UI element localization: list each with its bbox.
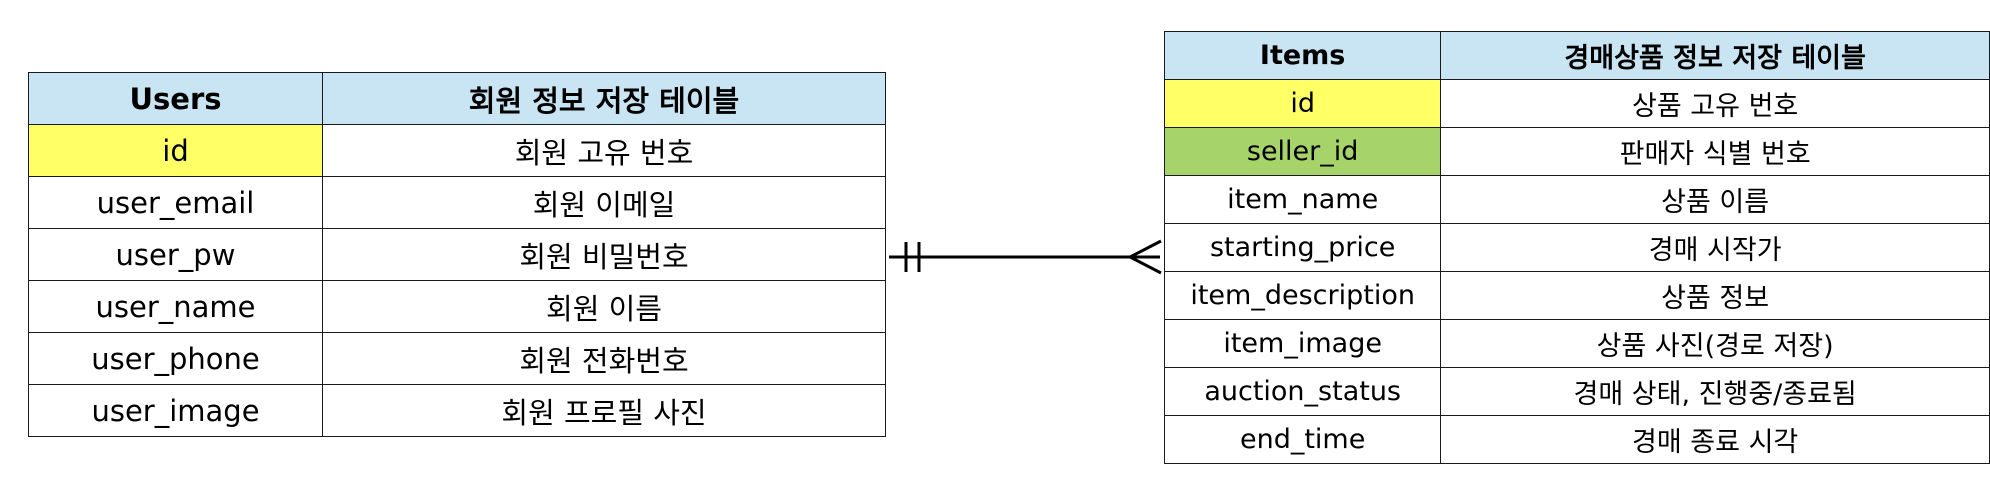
field-description: 회원 프로필 사진 [322,384,886,437]
field-description: 회원 이름 [322,280,886,333]
field-description: 회원 고유 번호 [322,124,886,177]
field-name: end_time [1163,415,1442,464]
crows-foot-upper [1129,239,1162,259]
users-table-description: 회원 정보 저장 테이블 [322,72,886,125]
items-header-row: Items 경매상품 정보 저장 테이블 [1163,31,1990,80]
field-description: 경매 상태, 진행중/종료됨 [1440,367,1990,416]
field-description: 상품 이름 [1440,175,1990,224]
field-name: user_image [28,384,323,437]
field-name: item_description [1163,271,1442,320]
items-table-description: 경매상품 정보 저장 테이블 [1440,31,1990,80]
field-description: 상품 고유 번호 [1440,79,1990,128]
field-description: 상품 정보 [1440,271,1990,320]
crows-foot-lower [1129,255,1162,275]
field-name: item_image [1163,319,1442,368]
field-description: 경매 종료 시각 [1440,415,1990,464]
field-name: user_pw [28,228,323,281]
items-table-name: Items [1163,31,1442,80]
field-description: 상품 사진(경로 저장) [1440,319,1990,368]
users-table-name: Users [28,72,323,125]
field-description: 회원 전화번호 [322,332,886,385]
field-name: user_phone [28,332,323,385]
field-name: id [1163,79,1442,128]
field-name: auction_status [1163,367,1442,416]
field-name: user_name [28,280,323,333]
field-description: 경매 시작가 [1440,223,1990,272]
field-description: 판매자 식별 번호 [1440,127,1990,176]
field-name: starting_price [1163,223,1442,272]
field-description: 회원 이메일 [322,176,886,229]
field-name: seller_id [1163,127,1442,176]
field-name: item_name [1163,175,1442,224]
users-header-row: Users 회원 정보 저장 테이블 [28,72,886,125]
